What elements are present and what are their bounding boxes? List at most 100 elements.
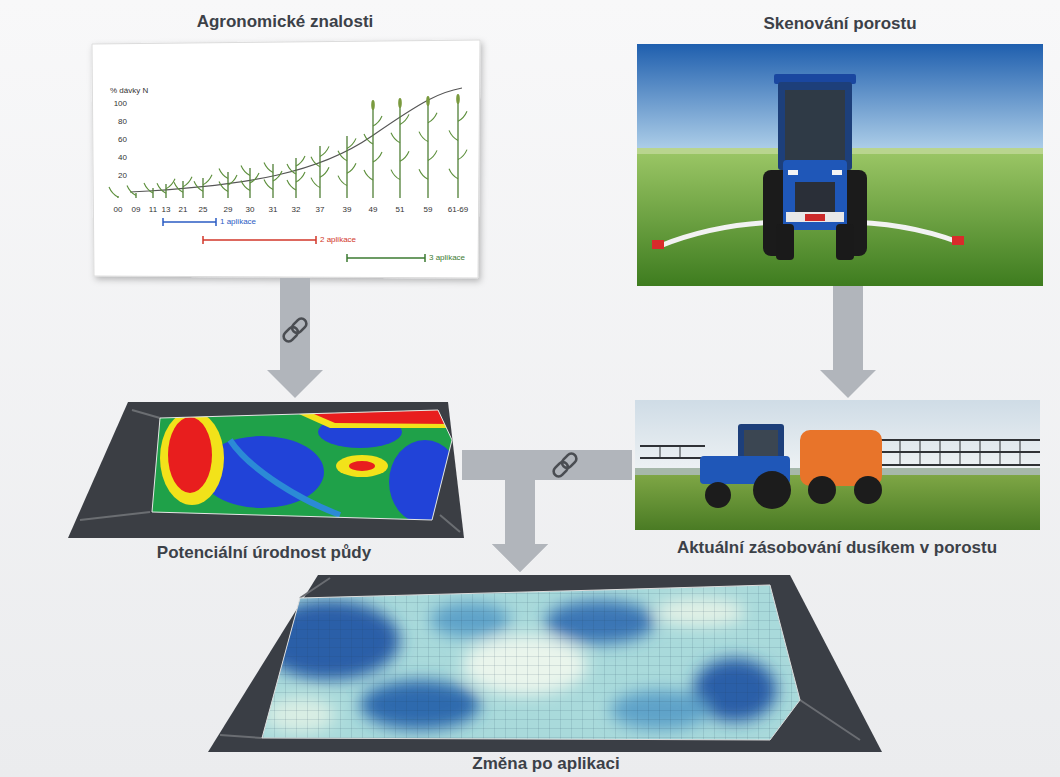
plant-figure — [391, 98, 409, 198]
chain-icon — [282, 317, 309, 344]
fertility-map — [336, 455, 388, 477]
tractor-photo — [652, 240, 664, 249]
panel-caption: Skenování porostu — [763, 14, 916, 34]
axis-value: 80 — [118, 118, 127, 126]
plant-figure — [127, 186, 136, 199]
growth-stage: 13 — [162, 206, 171, 214]
plant-figure — [311, 146, 329, 198]
plant-figure — [427, 104, 428, 198]
chain-icon — [552, 452, 579, 479]
plant-figure — [398, 98, 402, 108]
growth-stage: 29 — [224, 206, 233, 214]
plant-figure — [109, 187, 118, 197]
application-map — [208, 575, 882, 752]
plant-figure — [426, 96, 430, 106]
fertility-map — [160, 411, 224, 505]
plant-figure — [428, 113, 437, 123]
plant-figure — [338, 136, 356, 198]
plant-figure — [219, 169, 237, 199]
chain-icon — [290, 317, 308, 335]
growth-stage: 25 — [199, 206, 208, 214]
chain-icon — [282, 325, 300, 343]
plant-figure — [456, 94, 460, 104]
panel-node: Skenování porostu — [636, 4, 1044, 286]
plant-figure — [241, 166, 250, 176]
sprayer-photo — [854, 476, 882, 504]
panel-node: Potenciální úrodnost půdy — [66, 398, 462, 568]
caption-box: Aktuální zásobování dusíkem v porostu — [632, 530, 1042, 566]
plant-figure — [400, 151, 409, 161]
tractor-photo — [795, 182, 835, 216]
plant-figure — [364, 170, 373, 180]
application-label: 3 aplikace — [429, 254, 465, 262]
application-label: 1 aplikace — [220, 218, 256, 226]
plant-figure — [219, 169, 228, 179]
axis-value: 100 — [114, 100, 127, 108]
application-map — [250, 580, 810, 750]
growth-chart — [92, 40, 480, 278]
plant-figure — [287, 180, 296, 190]
fertility-map — [140, 400, 470, 530]
plant-figure — [338, 151, 347, 161]
fertility-map — [140, 400, 470, 530]
plant-figure — [320, 167, 329, 177]
plant-figure — [457, 102, 458, 198]
sprayer-photo — [753, 471, 791, 509]
application-label: 2 aplikace — [320, 236, 356, 244]
panel-caption: Potenciální úrodnost půdy — [157, 543, 371, 563]
plant-figure — [296, 156, 305, 166]
tractor-photo — [637, 44, 1043, 286]
picture-area — [66, 398, 462, 538]
plant-figure — [157, 183, 166, 193]
axis-title: % dávky N — [110, 87, 148, 95]
sprayer-photo — [705, 482, 731, 508]
plant-figure — [311, 157, 320, 167]
plant-figure — [241, 166, 259, 199]
tractor-photo — [786, 212, 844, 222]
growth-stage: 39 — [343, 206, 352, 214]
tractor-photo — [952, 236, 964, 245]
application-bracket — [347, 254, 425, 262]
plant-figure — [241, 181, 250, 191]
plant-figure — [373, 116, 382, 126]
application-bracket — [163, 218, 216, 226]
growth-stage: 00 — [114, 206, 123, 214]
plant-figure — [419, 132, 428, 142]
plant-figure — [319, 146, 320, 198]
plant-figure — [347, 163, 356, 173]
plant-figure — [320, 146, 329, 156]
plant-stages — [109, 94, 467, 198]
tractor-photo — [832, 170, 842, 175]
panel-caption: Aktuální zásobování dusíkem v porostu — [677, 538, 997, 558]
plant-figure — [311, 178, 320, 188]
fertility-map — [168, 417, 212, 493]
plant-figure — [449, 94, 467, 198]
plant-figure — [166, 179, 175, 189]
plant-figure — [449, 130, 458, 140]
growth-stage: 59 — [424, 206, 433, 214]
plant-figure — [458, 111, 467, 121]
growth-stage: 51 — [396, 206, 405, 214]
plant-figure — [194, 175, 212, 198]
plant-figure — [449, 169, 458, 179]
sprayer-photo — [808, 476, 836, 504]
tractor-photo — [637, 150, 1043, 286]
plant-figure — [296, 172, 305, 182]
flow-arrow — [520, 465, 632, 544]
axis-value: 40 — [118, 154, 127, 162]
fertility-map — [152, 410, 452, 520]
tractor-photo — [836, 224, 854, 260]
sprayer-photo — [744, 430, 778, 458]
plant-figure — [419, 96, 437, 198]
tractor-photo — [805, 214, 825, 221]
plant-figure — [347, 138, 356, 148]
plant-figure — [144, 183, 153, 193]
plant-figure — [364, 100, 382, 198]
plant-figure — [364, 134, 373, 144]
caption-box: Agronomické znalosti — [88, 4, 482, 40]
tractor-photo — [778, 82, 852, 170]
plant-figure — [391, 170, 400, 180]
